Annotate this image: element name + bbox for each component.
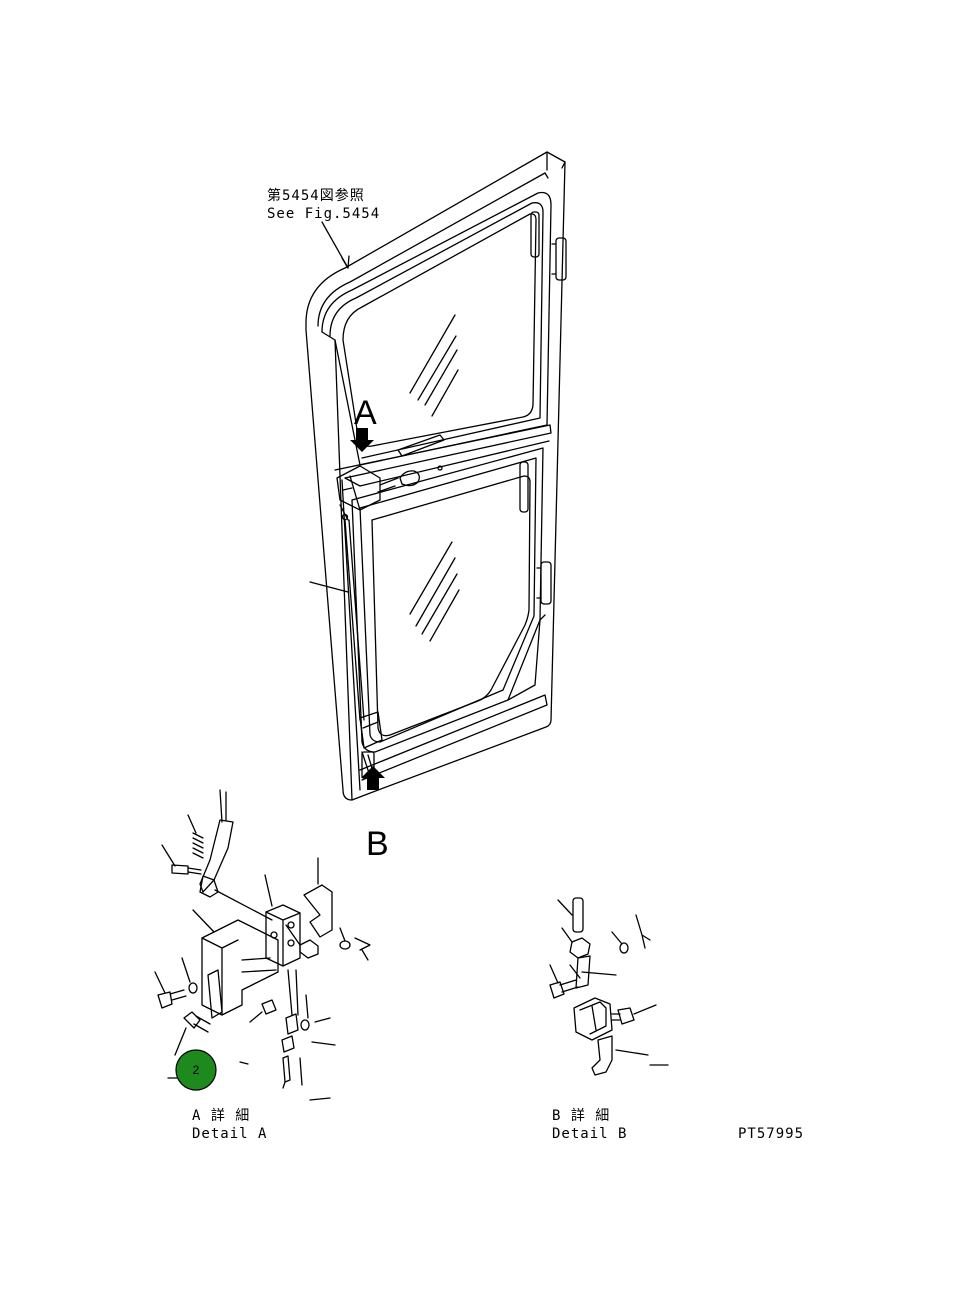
detail-a-label-en: Detail A — [192, 1126, 267, 1142]
view-arrow-b-icon — [361, 766, 385, 790]
view-marker-b: B — [366, 825, 389, 863]
detail-b-drawing — [549, 897, 669, 1076]
view-arrow-a-icon — [350, 428, 374, 452]
door-frame — [305, 151, 567, 801]
reference-label-jp: 第5454図参照 — [267, 187, 365, 204]
detail-b-label-en: Detail B — [552, 1126, 627, 1142]
detail-a-label-jp: A 詳 細 — [192, 1108, 250, 1124]
drawing-number: PT57995 — [738, 1126, 804, 1142]
rod-leader — [309, 581, 349, 593]
detail-a-drawing — [154, 789, 371, 1101]
reference-label-en: See Fig.5454 — [267, 206, 380, 222]
view-marker-a: A — [354, 394, 377, 432]
part-callout-2-number: 2 — [193, 1063, 200, 1077]
detail-b-label-jp: B 詳 細 — [552, 1108, 610, 1124]
part-callout-2[interactable]: 2 — [175, 1049, 217, 1091]
